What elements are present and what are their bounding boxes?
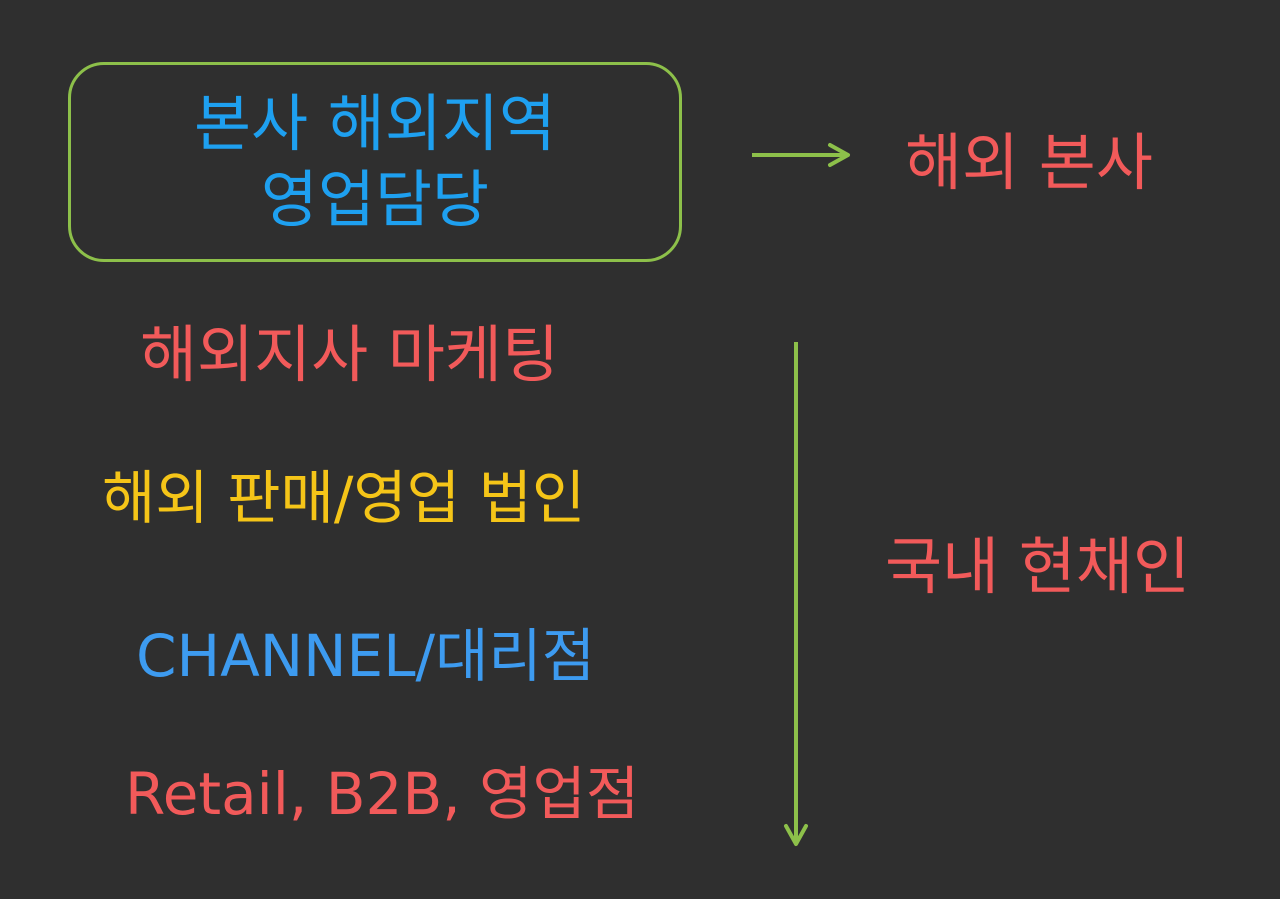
level-retail-b2b: Retail, B2B, 영업점 [125,760,640,828]
overseas-hq-label: 해외 본사 [905,126,1153,199]
right-arrow [752,143,850,167]
level-channel-agency: CHANNEL/대리점 [136,622,596,690]
level-overseas-branch-marketing: 해외지사 마케팅 [140,318,559,391]
level-sales-corporation: 해외 판매/영업 법인 [102,464,586,532]
domestic-local-staff-label: 국내 현채인 [885,530,1190,603]
box-line-2: 영업담당 [260,163,490,236]
down-arrow [784,342,808,846]
box-line-1: 본사 해외지역 [194,87,556,161]
regional-sales-box: 본사 해외지역 영업담당 [68,62,682,262]
